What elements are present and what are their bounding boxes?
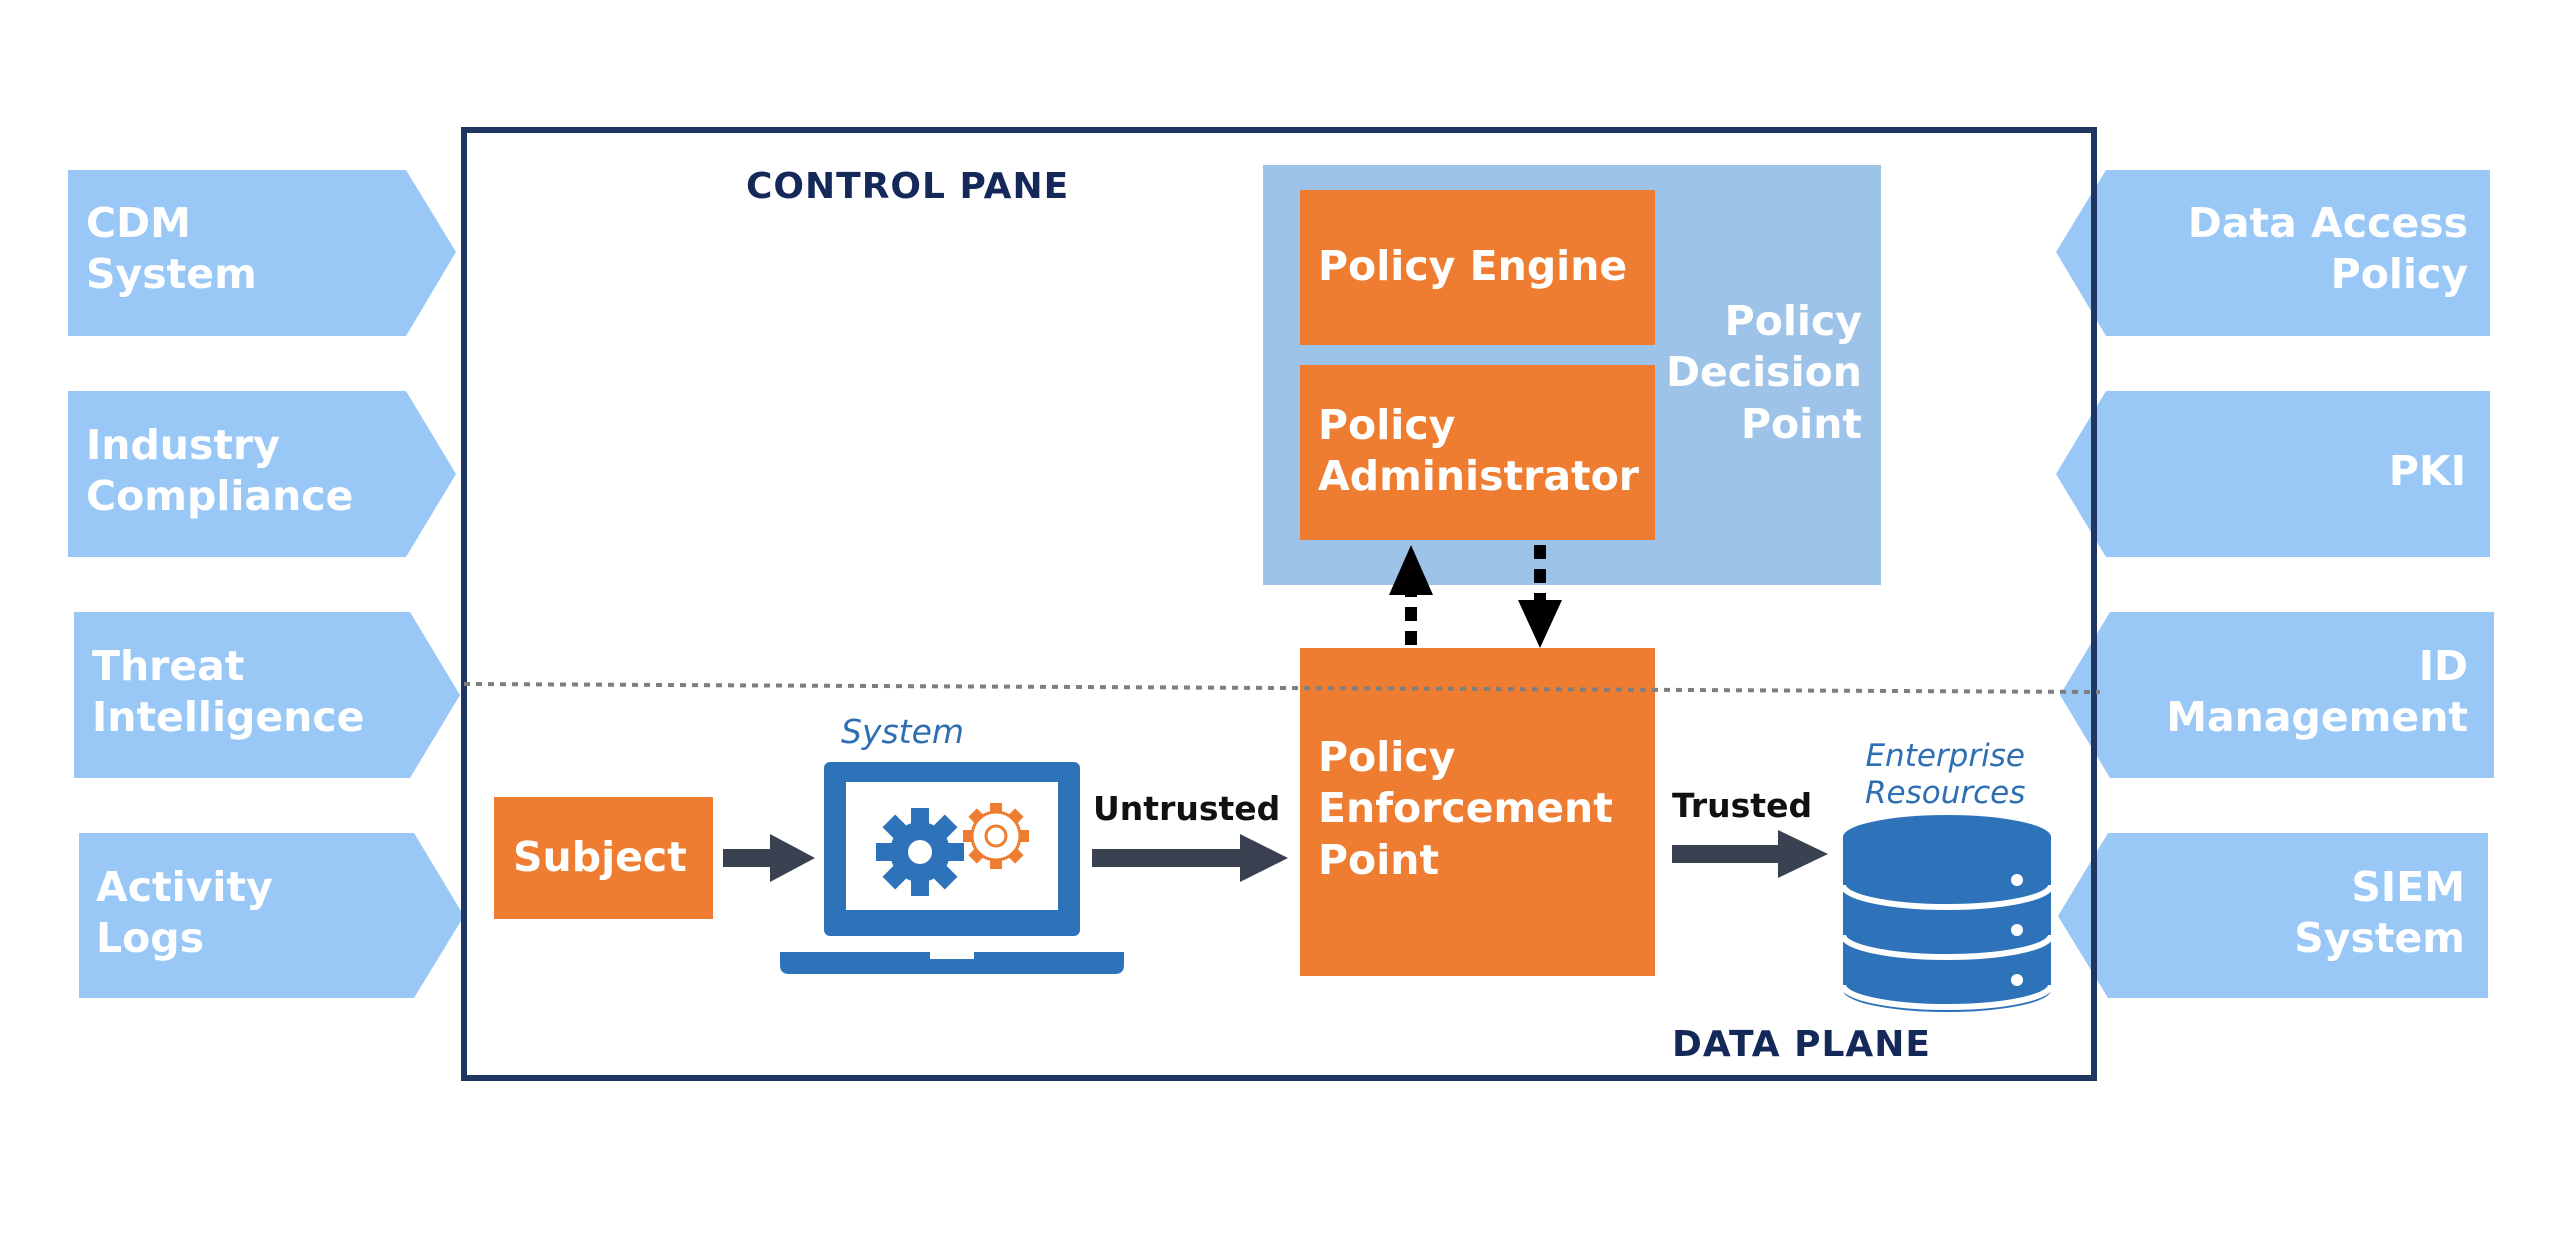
database-icon xyxy=(1840,815,2054,1012)
input-label-activity-logs: Activity Logs xyxy=(96,862,273,965)
input-label-line-2: System xyxy=(86,250,257,299)
pdp-label-line-1: Policy xyxy=(1724,297,1862,345)
policy-enforcement-point-label: Policy Enforcement Point xyxy=(1318,732,1613,886)
pa-label-line-1: Policy xyxy=(1318,401,1456,449)
input-label-line-1: PKI xyxy=(2388,447,2466,495)
pep-label-line-2: Enforcement xyxy=(1318,784,1613,833)
input-chevron-cdm-system xyxy=(68,170,456,336)
trusted-label: Trusted xyxy=(1672,786,1813,825)
input-chevron-siem-system xyxy=(2058,833,2488,998)
pdp-label-line-3: Point xyxy=(1740,399,1862,448)
untrusted-label: Untrusted xyxy=(1093,789,1281,828)
input-label-data-access-policy: Data Access Policy xyxy=(2188,198,2468,301)
untrusted-arrow-shaft xyxy=(1092,849,1244,867)
input-label-line-1: Data Access xyxy=(2187,199,2468,247)
untrusted-arrowhead xyxy=(1240,834,1288,882)
input-label-line-1: CDM xyxy=(86,199,191,247)
input-chevron-id-management xyxy=(2060,612,2494,778)
input-label-line-2: Compliance xyxy=(86,472,354,521)
input-label-pki: PKI xyxy=(2389,446,2466,497)
pep-to-pa-arrowhead xyxy=(1389,545,1433,595)
pa-to-pep-arrowhead xyxy=(1518,600,1562,648)
input-chevron-threat-intelligence xyxy=(74,612,460,778)
pep-label-line-1: Policy xyxy=(1318,733,1456,781)
enterprise-resources-line-1: Enterprise xyxy=(1865,738,2025,774)
policy-decision-point-label: Policy Decision Point xyxy=(1666,296,1862,450)
policy-enforcement-point-box xyxy=(1300,648,1655,976)
input-label-cdm-system: CDM System xyxy=(86,198,257,301)
input-label-line-1: SIEM xyxy=(2351,863,2465,911)
subject-to-system-arrow-shaft xyxy=(723,849,773,867)
laptop-icon xyxy=(780,762,1124,974)
subject-label: Subject xyxy=(513,833,687,881)
policy-administrator-box xyxy=(1300,365,1655,540)
enterprise-resources-line-2: Resources xyxy=(1865,775,2026,812)
system-label: System xyxy=(841,712,965,751)
input-label-line-1: Industry xyxy=(86,421,280,469)
input-chevron-pki xyxy=(2056,391,2490,557)
enterprise-resources-label: Enterprise Resources xyxy=(1865,738,2025,812)
plane-divider-line xyxy=(463,682,2101,694)
input-label-line-1: Threat xyxy=(92,642,245,690)
pep-label-line-3: Point xyxy=(1318,835,1440,884)
input-label-line-1: Activity xyxy=(96,863,273,911)
policy-administrator-label: Policy Administrator xyxy=(1318,400,1639,503)
pdp-label-line-2: Decision xyxy=(1665,348,1862,397)
architecture-frame xyxy=(461,127,2097,1081)
input-chevron-industry-compliance xyxy=(68,391,456,557)
trusted-arrow-shaft xyxy=(1672,845,1782,863)
input-label-line-2: Policy xyxy=(2330,250,2468,299)
policy-engine-box xyxy=(1300,190,1655,345)
input-label-line-2: Management xyxy=(2166,693,2468,742)
input-label-line-2: System xyxy=(2294,914,2465,963)
input-chevron-data-access-policy xyxy=(2056,170,2490,336)
input-chevron-activity-logs xyxy=(79,833,464,998)
input-label-line-2: Intelligence xyxy=(92,693,365,742)
input-label-industry-compliance: Industry Compliance xyxy=(86,420,353,523)
policy-engine-label: Policy Engine xyxy=(1318,242,1628,290)
input-label-id-management: ID Management xyxy=(2166,641,2468,744)
data-plane-title: DATA PLANE xyxy=(1672,1024,1932,1065)
gear-outline-icon xyxy=(963,803,1029,869)
input-label-siem-system: SIEM System xyxy=(2294,862,2465,965)
trusted-arrowhead xyxy=(1778,830,1828,878)
pa-label-line-2: Administrator xyxy=(1318,452,1639,501)
subject-box xyxy=(494,797,713,919)
gear-icon xyxy=(876,808,964,896)
input-label-line-2: Logs xyxy=(96,914,205,963)
control-pane-title: CONTROL PANE xyxy=(746,166,1070,207)
subject-to-system-arrowhead xyxy=(770,834,815,882)
input-label-threat-intelligence: Threat Intelligence xyxy=(92,641,364,744)
input-label-line-1: ID xyxy=(2418,642,2468,690)
